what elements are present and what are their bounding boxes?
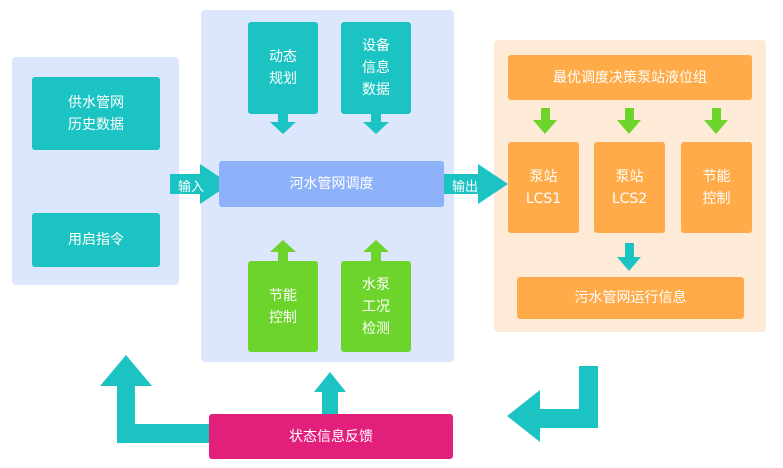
up-arrow-1 — [270, 240, 296, 262]
return-arrow-right — [507, 366, 598, 442]
energy-control-box-center: 节能 控制 — [248, 261, 318, 352]
down-arrow-green-2 — [617, 108, 641, 134]
up-arrow-2 — [363, 240, 389, 262]
down-arrow-teal — [617, 243, 641, 271]
output-label: 输出 — [452, 180, 479, 195]
down-arrow-green-1 — [533, 108, 557, 134]
scheduling-box: 河水管网调度 — [219, 161, 444, 207]
pump-lcs2-box: 泵站 LCS2 — [594, 142, 665, 233]
input-arrow — [170, 164, 230, 204]
status-feedback-box: 状态信息反馈 — [209, 414, 453, 459]
device-info-box: 设备 信息 数据 — [341, 22, 411, 114]
optimal-decision-box: 最优调度决策泵站液位组 — [508, 55, 752, 100]
feedback-up-arrow — [314, 372, 346, 414]
command-box: 用启指令 — [32, 213, 160, 267]
energy-control-box-right: 节能 控制 — [681, 142, 752, 233]
pump-condition-box: 水泵 工况 检测 — [341, 261, 411, 352]
dynamic-planning-box: 动态 规划 — [248, 22, 318, 114]
output-arrow — [444, 164, 508, 204]
history-data-box: 供水管网 历史数据 — [32, 77, 160, 150]
down-arrow-green-3 — [704, 108, 728, 134]
pump-lcs1-box: 泵站 LCS1 — [508, 142, 579, 233]
down-arrow-1 — [270, 113, 296, 134]
down-arrow-2 — [363, 113, 389, 134]
return-arrow-left — [100, 355, 209, 443]
sewage-info-box: 污水管网运行信息 — [517, 277, 744, 319]
input-label: 输入 — [178, 180, 205, 195]
